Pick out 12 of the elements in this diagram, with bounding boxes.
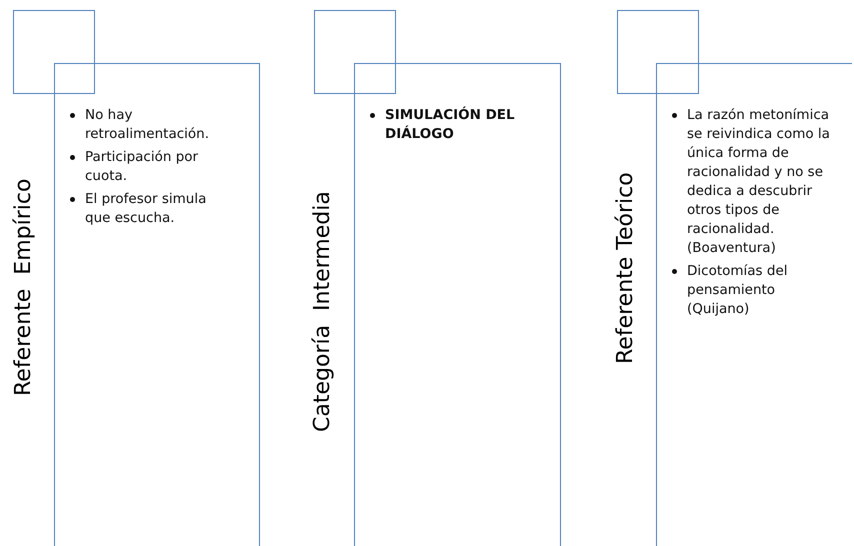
square-frame	[13, 10, 95, 94]
bullet-text: SIMULACIÓN DEL DIÁLOGO	[385, 106, 516, 144]
square-frame	[314, 10, 396, 94]
vertical-heading: Referente Teórico	[613, 171, 638, 364]
bullet-text: Participación por cuota.	[85, 148, 200, 186]
bullet-text: No hay retroalimentación.	[85, 106, 210, 144]
vertical-heading: Categoría Intermedia	[310, 190, 335, 432]
vertical-heading: Referente Empírico	[11, 178, 36, 396]
bullet-text: La razón metonímica se reivindica como la única forma de racionalidad y no se dedica a descubrir otros tipos de racionalidad. (Boaventura)	[687, 106, 831, 258]
square-frame	[617, 10, 699, 94]
bullet-text: Dicotomías del pensamiento (Quijano)	[687, 262, 789, 319]
bullet-text: El profesor simula que escucha.	[85, 190, 208, 228]
